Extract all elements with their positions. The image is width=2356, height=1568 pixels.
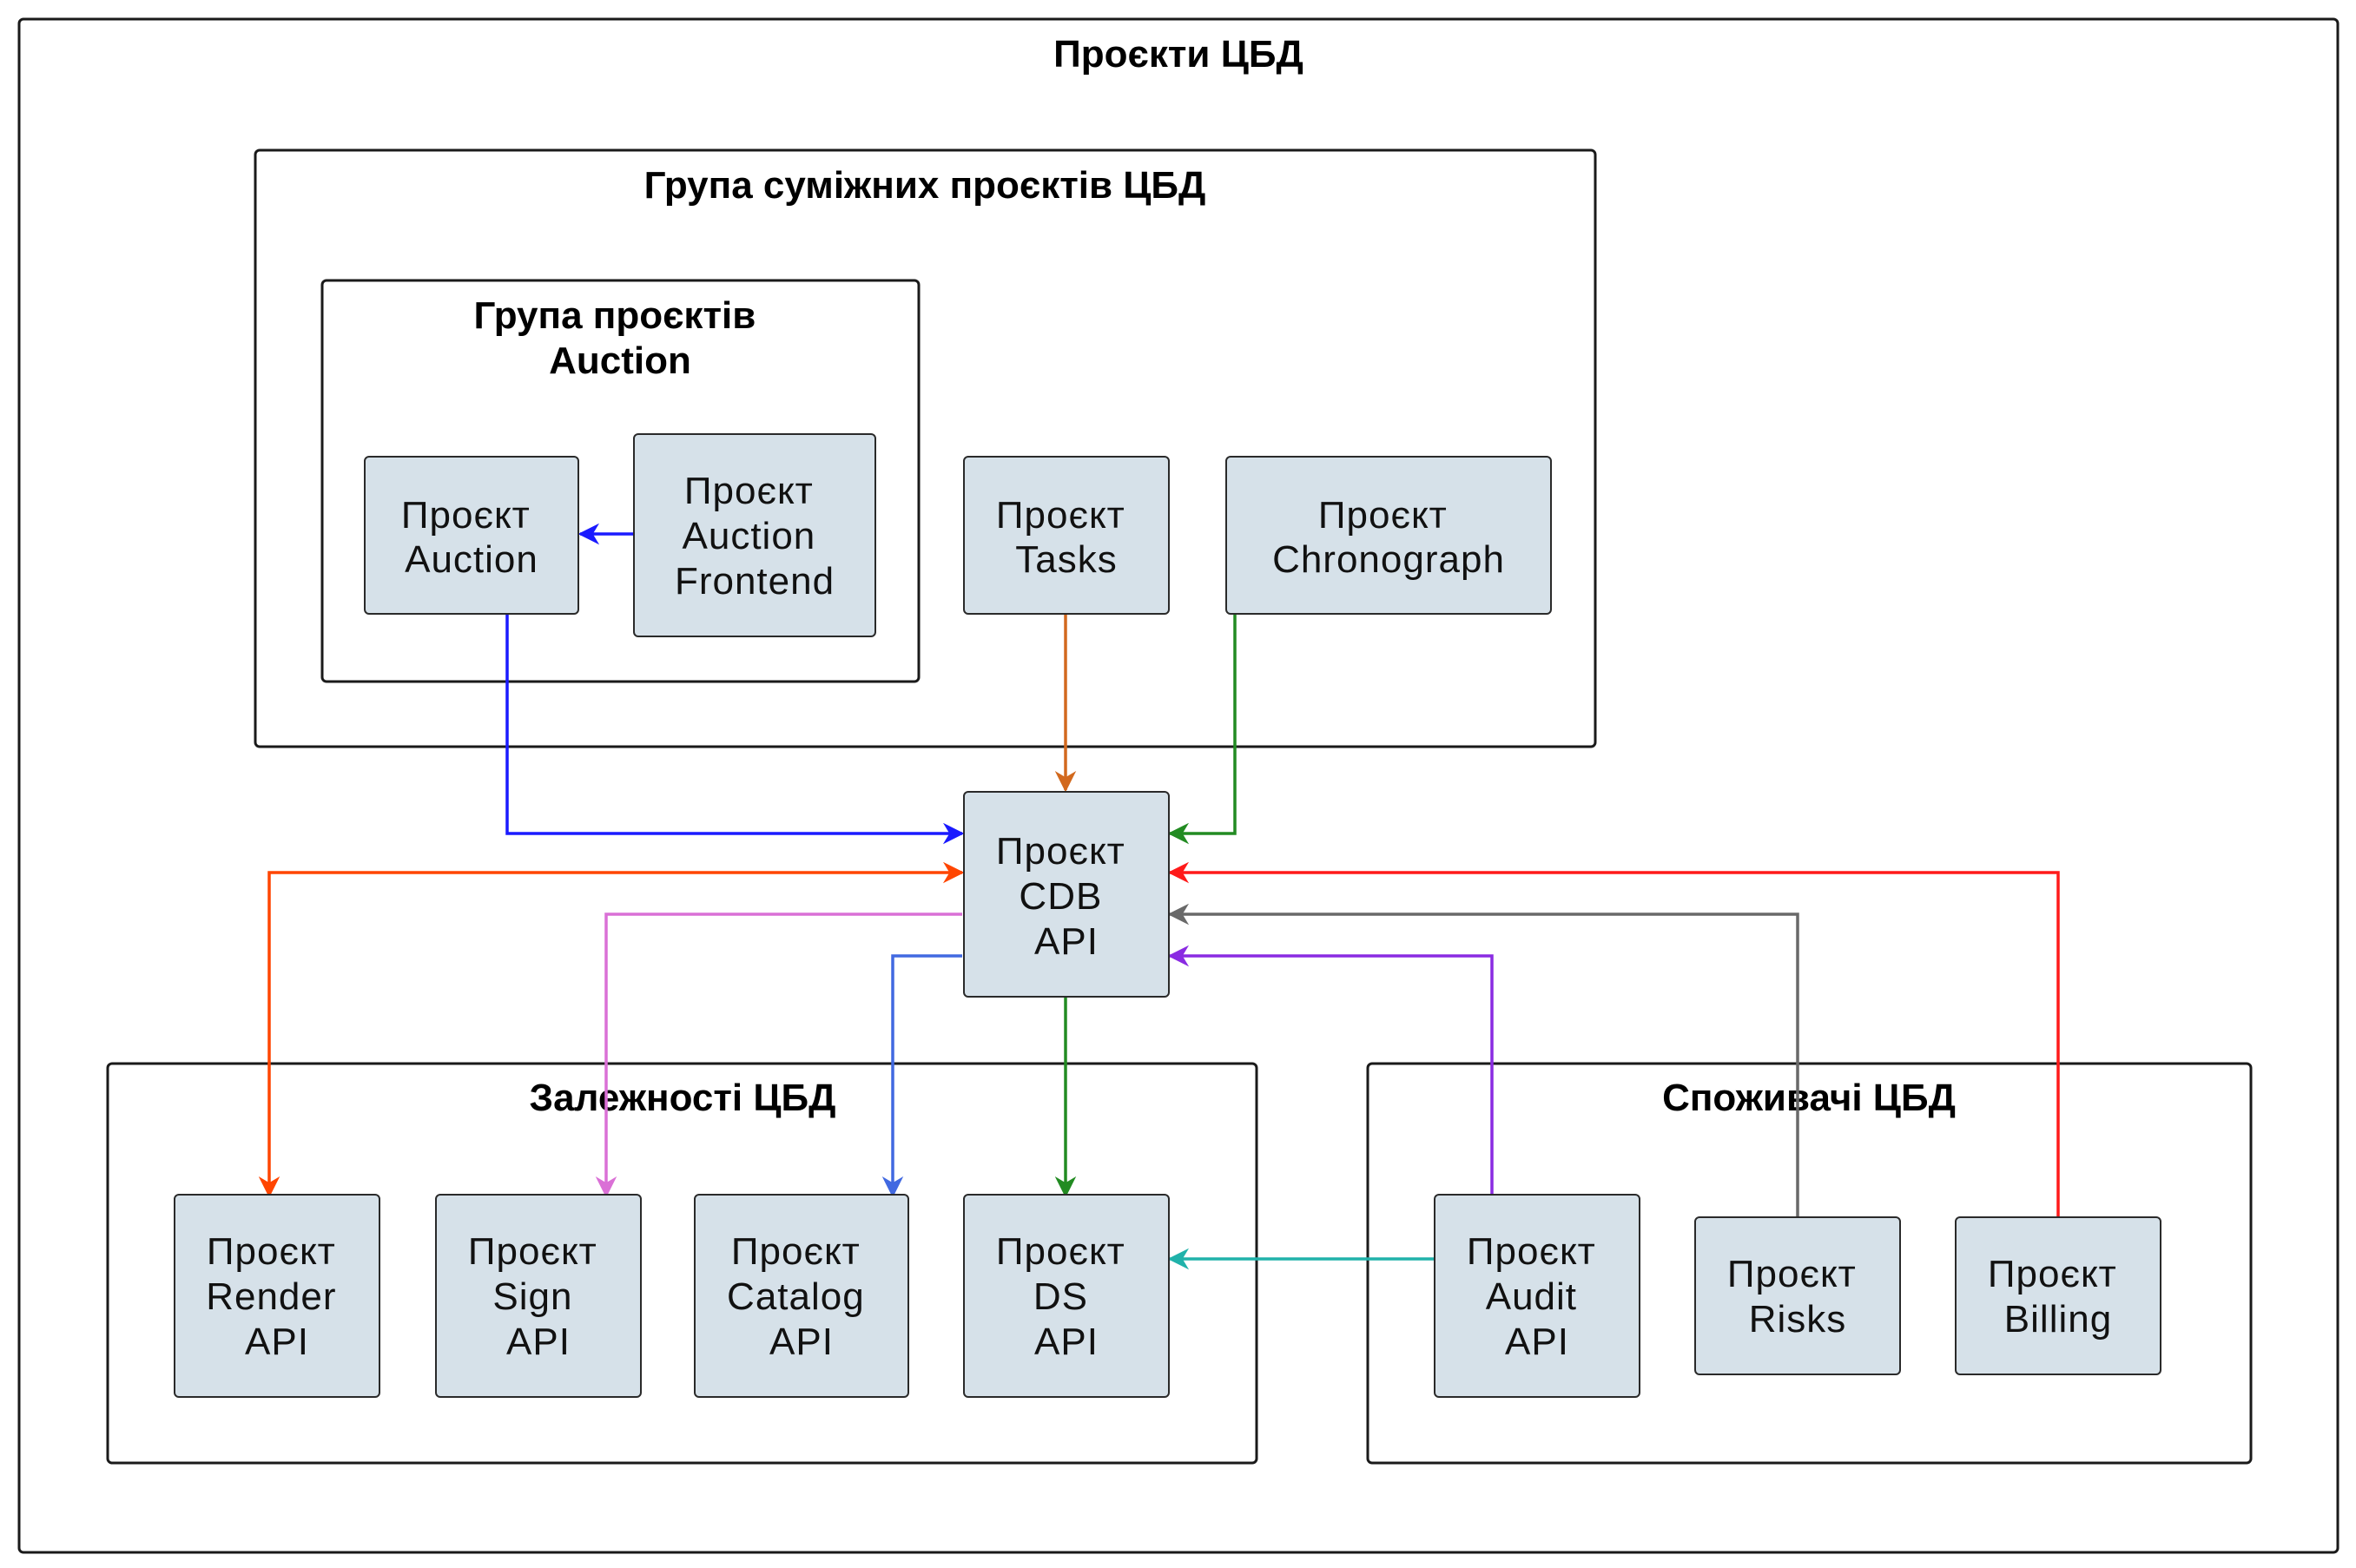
node-ds-api-line-3: API (1034, 1321, 1099, 1363)
edge-billing-to-cdb (1167, 861, 2060, 1217)
node-catalog-api[interactable]: Проєкт Catalog API (694, 1194, 909, 1398)
node-chronograph-line-1: Проєкт (1318, 494, 1448, 537)
node-cdb-api-line-1: Проєкт (996, 830, 1125, 873)
node-cdb-api-label: Проєкт CDB API (996, 830, 1137, 963)
node-cdb-api-line-2: CDB (1019, 875, 1102, 918)
node-render-api-line-1: Проєкт (207, 1230, 336, 1273)
group-consumers-title: Споживачі ЦБД (1662, 1077, 1956, 1119)
node-tasks-line-1: Проєкт (996, 494, 1125, 537)
node-audit-api-line-1: Проєкт (1467, 1230, 1596, 1273)
node-auction-frontend-line-3: Frontend (675, 560, 835, 603)
node-render-api-label: Проєкт Render API (206, 1230, 348, 1363)
node-auction-line-1: Проєкт (401, 494, 531, 537)
node-ds-api-line-2: DS (1033, 1275, 1088, 1318)
node-catalog-api-line-2: Catalog (727, 1275, 865, 1318)
node-auction-frontend-line-1: Проєкт (684, 470, 814, 512)
node-catalog-api-label: Проєкт Catalog API (727, 1230, 876, 1363)
node-billing[interactable]: Проєкт Billing (1955, 1216, 2161, 1375)
node-tasks-line-2: Tasks (1015, 538, 1117, 581)
node-sign-api[interactable]: Проєкт Sign API (435, 1194, 642, 1398)
node-chronograph[interactable]: Проєкт Chronograph (1225, 456, 1552, 615)
edge-risks-to-cdb (1167, 903, 1799, 1217)
node-billing-line-2: Billing (2004, 1298, 2112, 1341)
edges-layer (258, 523, 2060, 1270)
node-sign-api-line-2: Sign (492, 1275, 572, 1318)
group-root-title: Проєкти ЦБД (1053, 33, 1303, 76)
node-auction-frontend-label: Проєкт Auction Frontend (675, 470, 835, 603)
node-risks-line-1: Проєкт (1727, 1253, 1857, 1295)
edge-cdb-render (258, 861, 965, 1198)
node-sign-api-line-1: Проєкт (468, 1230, 597, 1273)
edge-chronograph-to-cdb (1167, 614, 1237, 845)
node-auction-label: Проєкт Auction (401, 494, 542, 581)
edge-cdb-to-catalog (881, 954, 962, 1198)
node-render-api-line-3: API (245, 1321, 309, 1363)
node-ds-api[interactable]: Проєкт DS API (963, 1194, 1170, 1398)
group-auction-title-line-1: Група проєктів (473, 294, 756, 337)
node-cdb-api[interactable]: Проєкт CDB API (963, 791, 1170, 998)
edge-auction-to-cdb (505, 614, 965, 845)
node-billing-line-1: Проєкт (1988, 1253, 2117, 1295)
node-risks-label: Проєкт Risks (1727, 1253, 1868, 1341)
node-cdb-api-line-3: API (1034, 920, 1099, 963)
edge-audit-to-cdb (1167, 945, 1494, 1196)
node-sign-api-line-3: API (506, 1321, 571, 1363)
group-adjacent-title: Група суміжних проєктів ЦБД (644, 164, 1206, 207)
edge-cdb-to-sign (595, 912, 962, 1198)
node-audit-api-line-2: Audit (1486, 1275, 1577, 1318)
node-auction-frontend[interactable]: Проєкт Auction Frontend (633, 433, 876, 637)
node-ds-api-line-1: Проєкт (996, 1230, 1125, 1273)
node-tasks[interactable]: Проєкт Tasks (963, 456, 1170, 615)
node-billing-label: Проєкт Billing (1988, 1253, 2128, 1341)
node-ds-api-label: Проєкт DS API (996, 1230, 1137, 1363)
node-auction-line-2: Auction (405, 538, 538, 581)
group-auction-title-line-2: Auction (549, 339, 691, 382)
node-sign-api-label: Проєкт Sign API (468, 1230, 609, 1363)
node-risks-line-2: Risks (1749, 1298, 1847, 1341)
node-audit-api-label: Проєкт Audit API (1467, 1230, 1607, 1363)
node-tasks-label: Проєкт Tasks (996, 494, 1137, 581)
node-chronograph-line-2: Chronograph (1272, 538, 1505, 581)
node-render-api[interactable]: Проєкт Render API (174, 1194, 380, 1398)
node-catalog-api-line-1: Проєкт (731, 1230, 861, 1273)
group-auction-title: Група проєктів Auction (473, 294, 766, 382)
node-audit-api[interactable]: Проєкт Audit API (1434, 1194, 1640, 1398)
node-catalog-api-line-3: API (769, 1321, 834, 1363)
node-render-api-line-2: Render (206, 1275, 336, 1318)
node-audit-api-line-3: API (1505, 1321, 1569, 1363)
node-risks[interactable]: Проєкт Risks (1694, 1216, 1901, 1375)
group-dependencies-title: Залежності ЦБД (530, 1077, 836, 1119)
node-auction-frontend-line-2: Auction (683, 515, 816, 557)
node-auction[interactable]: Проєкт Auction (364, 456, 579, 615)
node-chronograph-label: Проєкт Chronograph (1272, 494, 1505, 581)
